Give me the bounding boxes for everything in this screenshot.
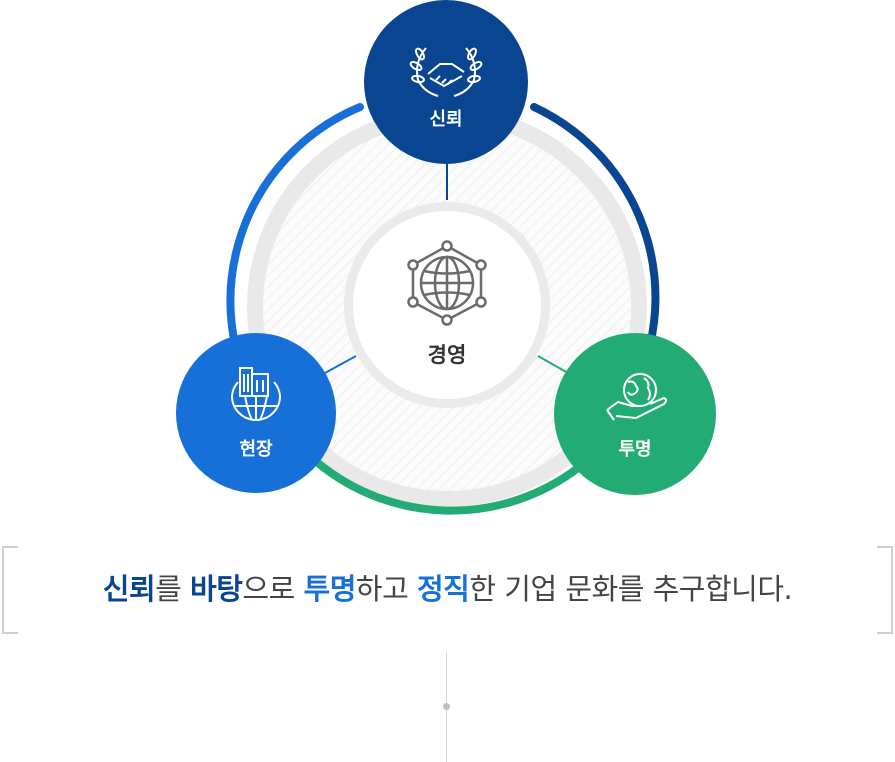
slogan-emphasis-trust: 신뢰: [102, 572, 156, 606]
node-trust: [364, 0, 528, 164]
handshake-laurel-icon: [409, 47, 483, 97]
node-trust-label: 신뢰: [429, 109, 462, 130]
slogan-text-part: 를: [155, 572, 191, 606]
slogan-emphasis-honesty: 정직: [416, 572, 470, 606]
slogan-emphasis-transparency: 투명: [303, 572, 357, 606]
slogan-text-part: 으로: [242, 572, 304, 606]
city-globe-icon: [231, 367, 281, 421]
node-transparency-label: 투명: [618, 439, 651, 460]
bracket-right: [877, 546, 893, 634]
ring-arc-navy: [530, 103, 660, 349]
slogan-text-part: 하고: [355, 572, 417, 606]
footer-divider-dot: [443, 703, 450, 710]
slogan-emphasis-basis: 바탕: [190, 572, 243, 606]
ring-arc-green: [314, 459, 582, 515]
node-field-label: 현장: [239, 439, 273, 460]
node-transparency: [554, 333, 716, 495]
connector-field: [324, 355, 357, 374]
center-label: 경영: [428, 343, 467, 367]
bracket-left: [2, 546, 18, 634]
hand-globe-icon: [606, 373, 667, 421]
slogan-text: 신뢰를 바탕으로 투명하고 정직한 기업 문화를 추구합니다.: [0, 566, 895, 608]
slogan-box: 신뢰를 바탕으로 투명하고 정직한 기업 문화를 추구합니다.: [0, 546, 895, 634]
core-values-diagram: 경영 신뢰 현장: [176, 0, 716, 515]
connector-transparency: [537, 355, 569, 374]
globe-network-icon: [407, 240, 487, 326]
slogan-text-part: 한 기업 문화를 추구합니다.: [469, 572, 793, 606]
